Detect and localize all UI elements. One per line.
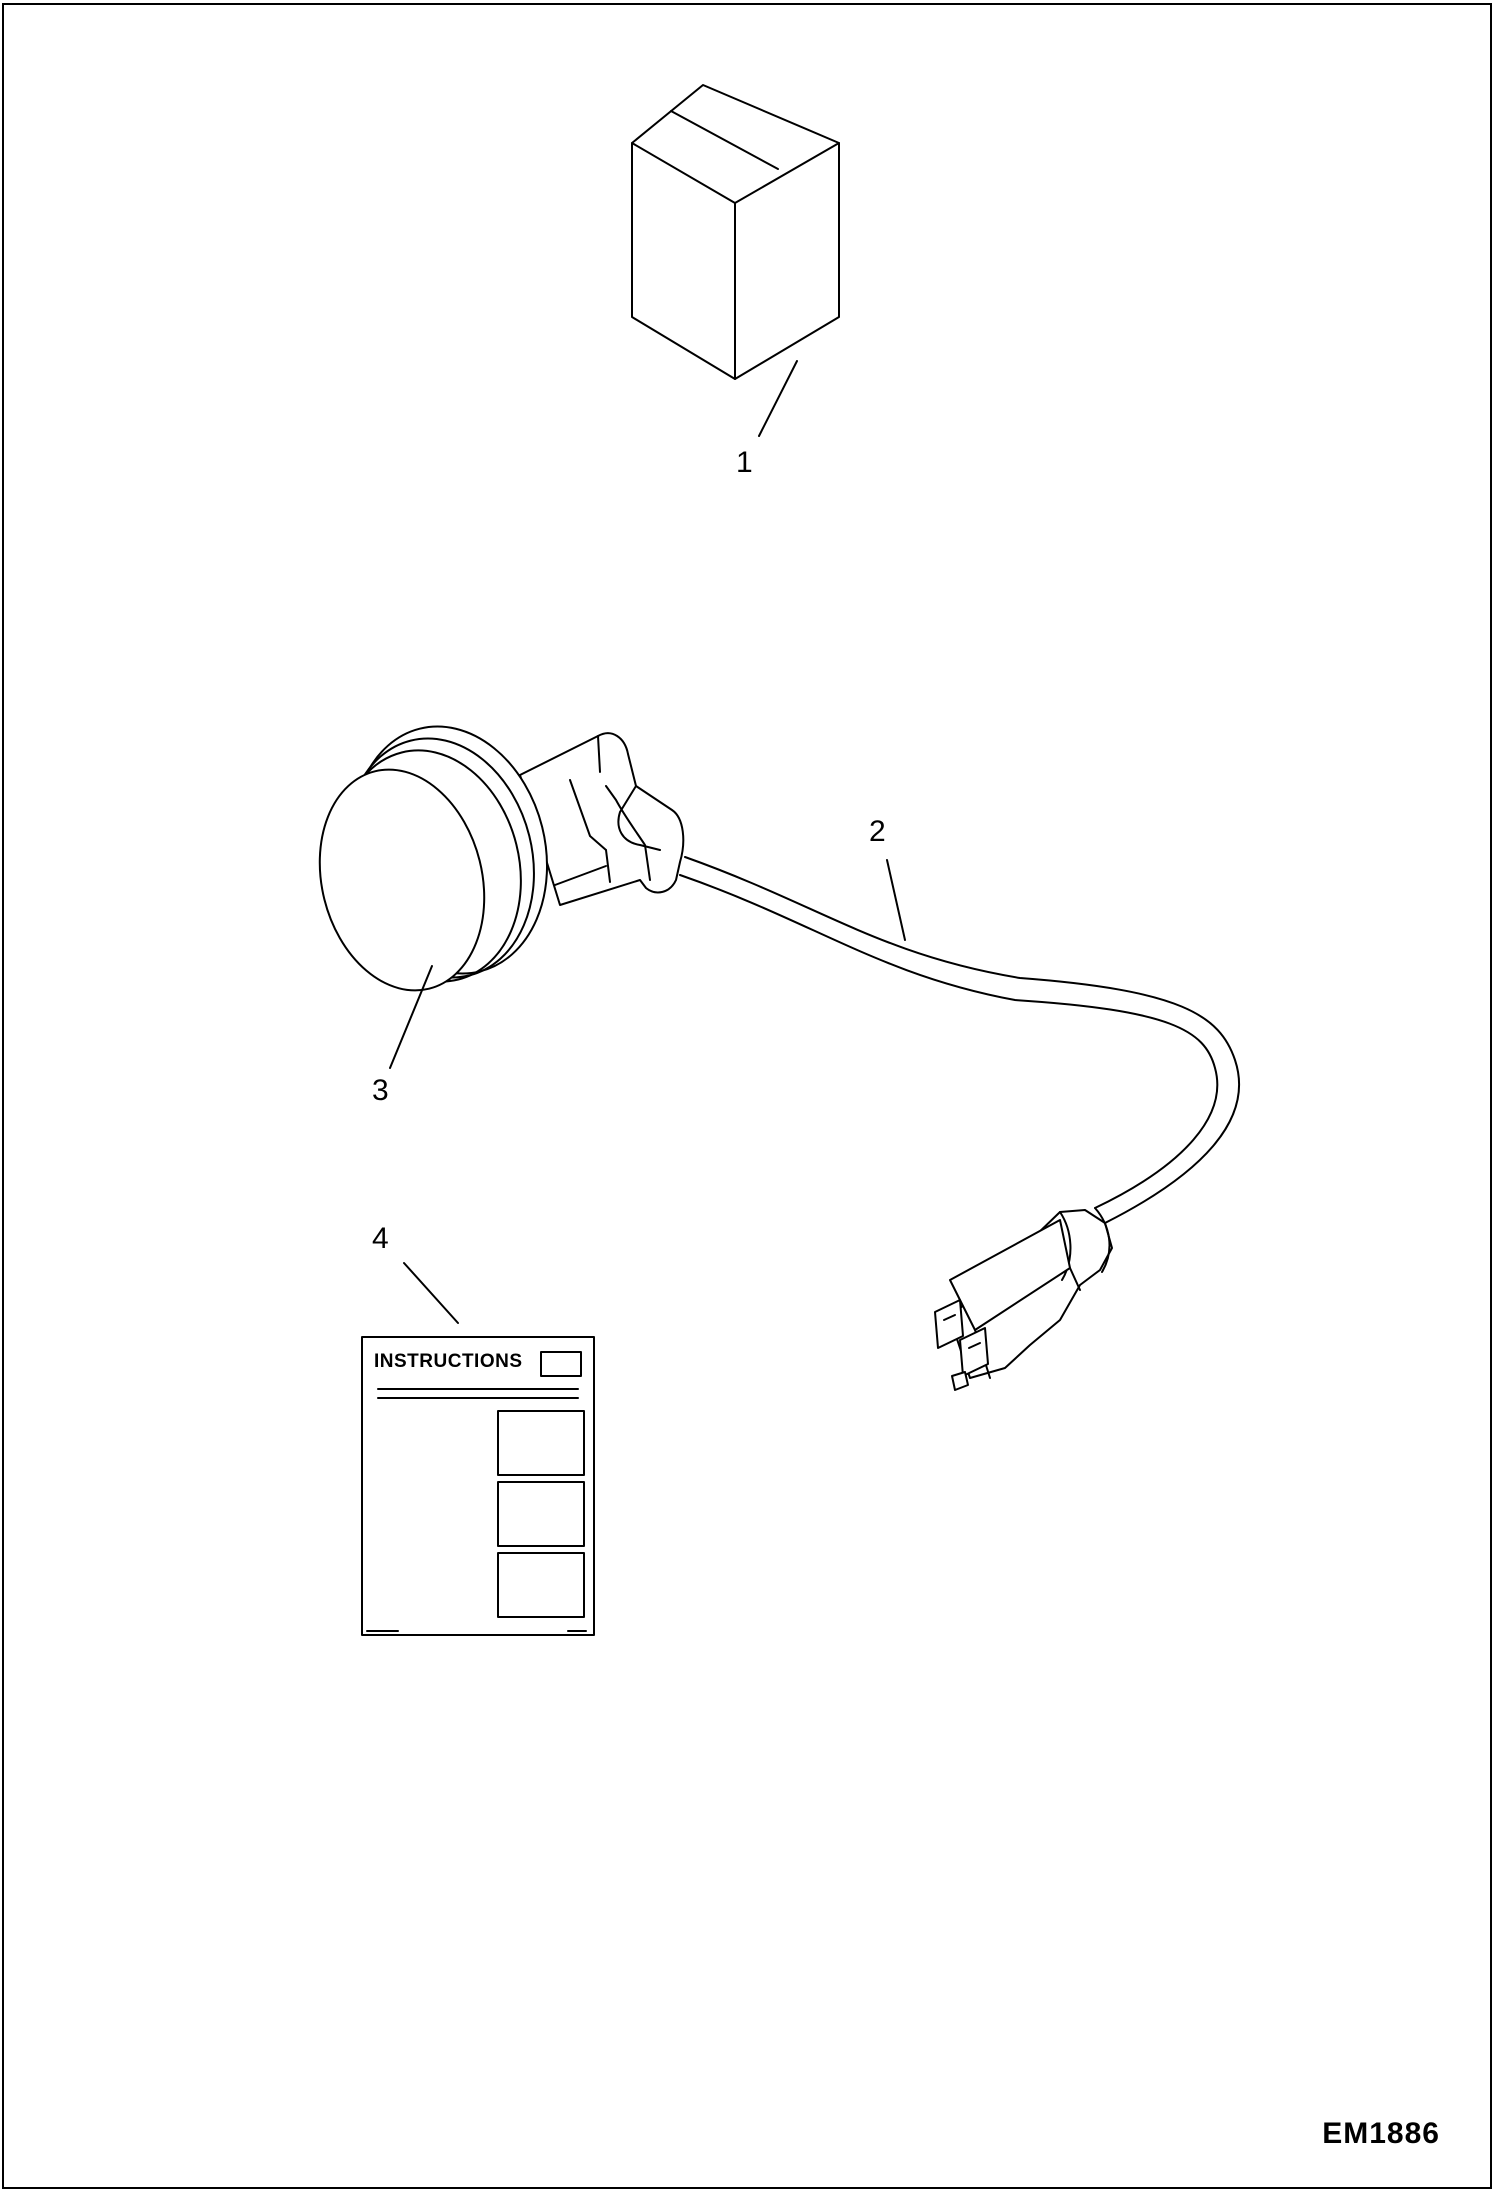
leader-line-3 (389, 965, 433, 1069)
cord-part (679, 856, 1241, 1391)
instructions-sheet-title: INSTRUCTIONS (374, 1351, 523, 1372)
leader-line-2 (886, 859, 906, 941)
leader-line-4 (403, 1262, 459, 1324)
callout-2: 2 (869, 815, 886, 848)
leader-line-1 (758, 360, 798, 437)
figure-code: EM1886 (1322, 2117, 1440, 2150)
heater-part (318, 725, 685, 992)
callout-3: 3 (372, 1074, 389, 1107)
box-part (631, 84, 840, 380)
instructions-part (361, 1336, 595, 1636)
callout-4: 4 (372, 1222, 389, 1255)
callout-1: 1 (736, 446, 753, 479)
drawing-frame (2, 3, 1492, 2189)
